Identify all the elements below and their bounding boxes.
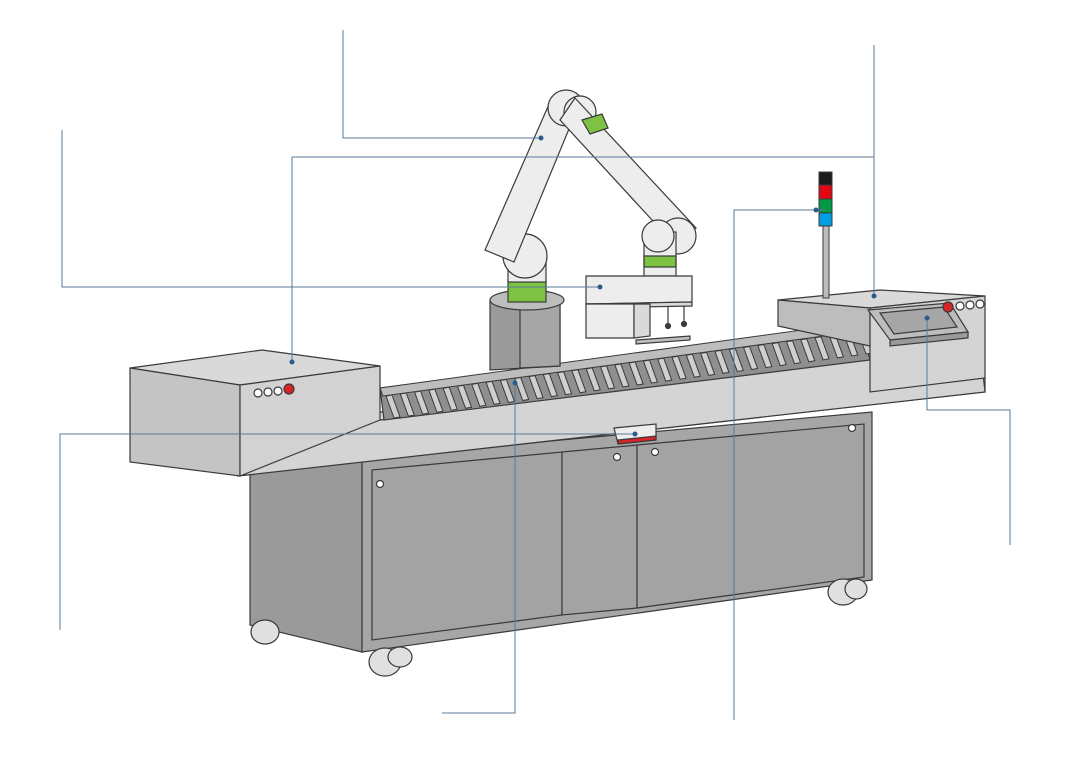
pushbutton-icon[interactable] <box>965 300 975 310</box>
pushbutton-icon[interactable] <box>253 388 263 398</box>
conveyor-roller <box>385 394 401 419</box>
conveyor-roller <box>742 345 759 371</box>
right-control-box <box>777 289 986 393</box>
left-button-row <box>253 383 295 398</box>
emergency-stop-button-icon[interactable] <box>942 301 954 313</box>
touch-panel-icon[interactable] <box>866 302 970 347</box>
callout-left-box <box>291 156 874 362</box>
conveyor-roller <box>728 347 744 373</box>
cabinet-door-right <box>636 423 865 609</box>
pushbutton-icon[interactable] <box>263 387 273 397</box>
roller-conveyor <box>379 321 873 421</box>
conveyor-roller <box>642 359 659 384</box>
conveyor-roller <box>585 367 601 392</box>
conveyor-roller <box>528 375 544 400</box>
conveyor-roller <box>771 342 787 367</box>
conveyor-roller <box>614 363 630 388</box>
conveyor-roller <box>800 338 816 363</box>
pushbutton-icon[interactable] <box>975 299 985 309</box>
conveyor-roller <box>456 384 473 409</box>
cobot-arm-icon <box>484 89 697 371</box>
conveyor-roller <box>471 382 487 407</box>
conveyor-roller <box>785 340 802 365</box>
conveyor-roller <box>571 369 587 394</box>
conveyor-roller <box>699 351 716 376</box>
conveyor-roller <box>814 336 830 361</box>
pushbutton-icon[interactable] <box>273 386 283 396</box>
conveyor-roller <box>485 380 501 405</box>
conveyor-roller <box>671 355 687 380</box>
right-button-row <box>942 299 985 313</box>
left-control-box <box>129 349 381 477</box>
conveyor-roller <box>514 376 530 402</box>
door-knob-icon <box>650 447 660 457</box>
cabinet-door-left <box>371 451 563 641</box>
door-knob-icon <box>847 423 857 433</box>
conveyor-roller <box>542 373 559 398</box>
conveyor-roller <box>628 361 644 386</box>
conveyor-roller <box>428 388 444 413</box>
caster-wheels <box>250 578 868 677</box>
callout-lines <box>59 30 1011 720</box>
conveyor-roller <box>499 378 516 404</box>
conveyor-roller <box>413 390 430 415</box>
callout-handle <box>59 433 635 630</box>
conveyor-roller <box>599 365 616 390</box>
callout-signal-tower <box>733 209 826 720</box>
conveyor-roller <box>556 371 573 396</box>
door-knob-icon <box>375 479 385 489</box>
signal-light-tower-icon <box>818 171 833 299</box>
callout-conveyor <box>442 383 516 714</box>
conveyor-roller <box>714 349 730 374</box>
conveyor-roller <box>442 386 458 411</box>
conveyor-roller <box>657 357 673 382</box>
callout-touch-panel <box>926 318 1011 545</box>
conveyor-roller <box>757 344 773 369</box>
conveyor-roller <box>685 353 702 378</box>
gripper-icon <box>585 275 693 345</box>
pushbutton-icon[interactable] <box>955 301 965 311</box>
callout-robot-arm <box>342 30 541 139</box>
conveyor-roller <box>399 392 415 417</box>
door-knob-icon <box>612 452 622 462</box>
emergency-stop-button-icon[interactable] <box>283 383 295 395</box>
callout-dots <box>289 135 930 437</box>
callout-gripper <box>61 130 600 288</box>
cabinet-door-middle <box>561 444 638 616</box>
